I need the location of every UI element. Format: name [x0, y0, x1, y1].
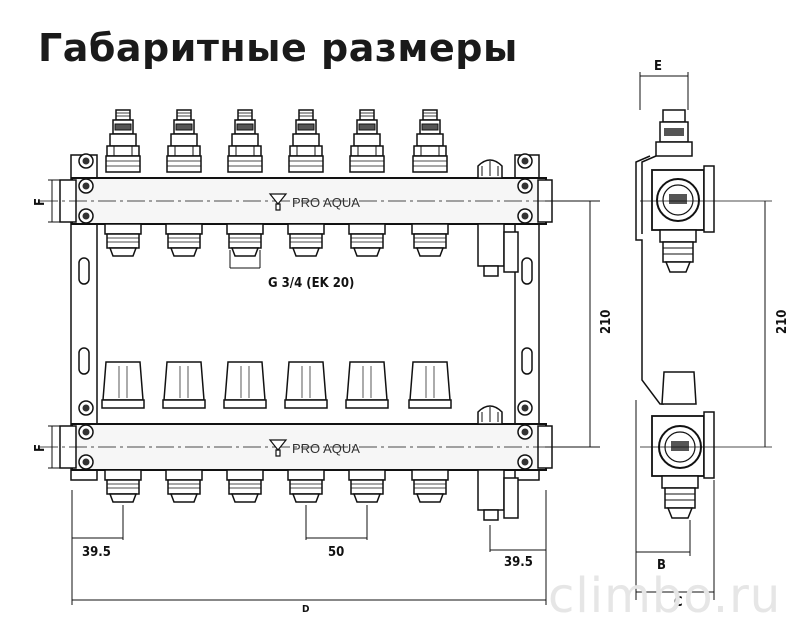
- f-label-bottom: F: [33, 444, 48, 452]
- right-offset-label: 39.5: [504, 555, 533, 570]
- d-label: D: [302, 604, 309, 615]
- brand-label-bottom: PRO AQUA: [292, 441, 360, 456]
- height-label-front: 210: [599, 310, 614, 334]
- left-offset-label: 39.5: [82, 545, 111, 560]
- c-label: C: [674, 595, 683, 610]
- b-label: B: [657, 558, 666, 573]
- thread-label: G 3/4 (EK 20): [268, 276, 354, 291]
- e-label: E: [654, 59, 662, 74]
- watermark: climbo.ru: [548, 568, 782, 624]
- f-label-top: F: [33, 198, 48, 206]
- spacing-label: 50: [328, 545, 344, 560]
- page-title: Габаритные размеры: [38, 26, 518, 70]
- brand-label-top: PRO AQUA: [292, 195, 360, 210]
- height-label-side: 210: [775, 310, 790, 334]
